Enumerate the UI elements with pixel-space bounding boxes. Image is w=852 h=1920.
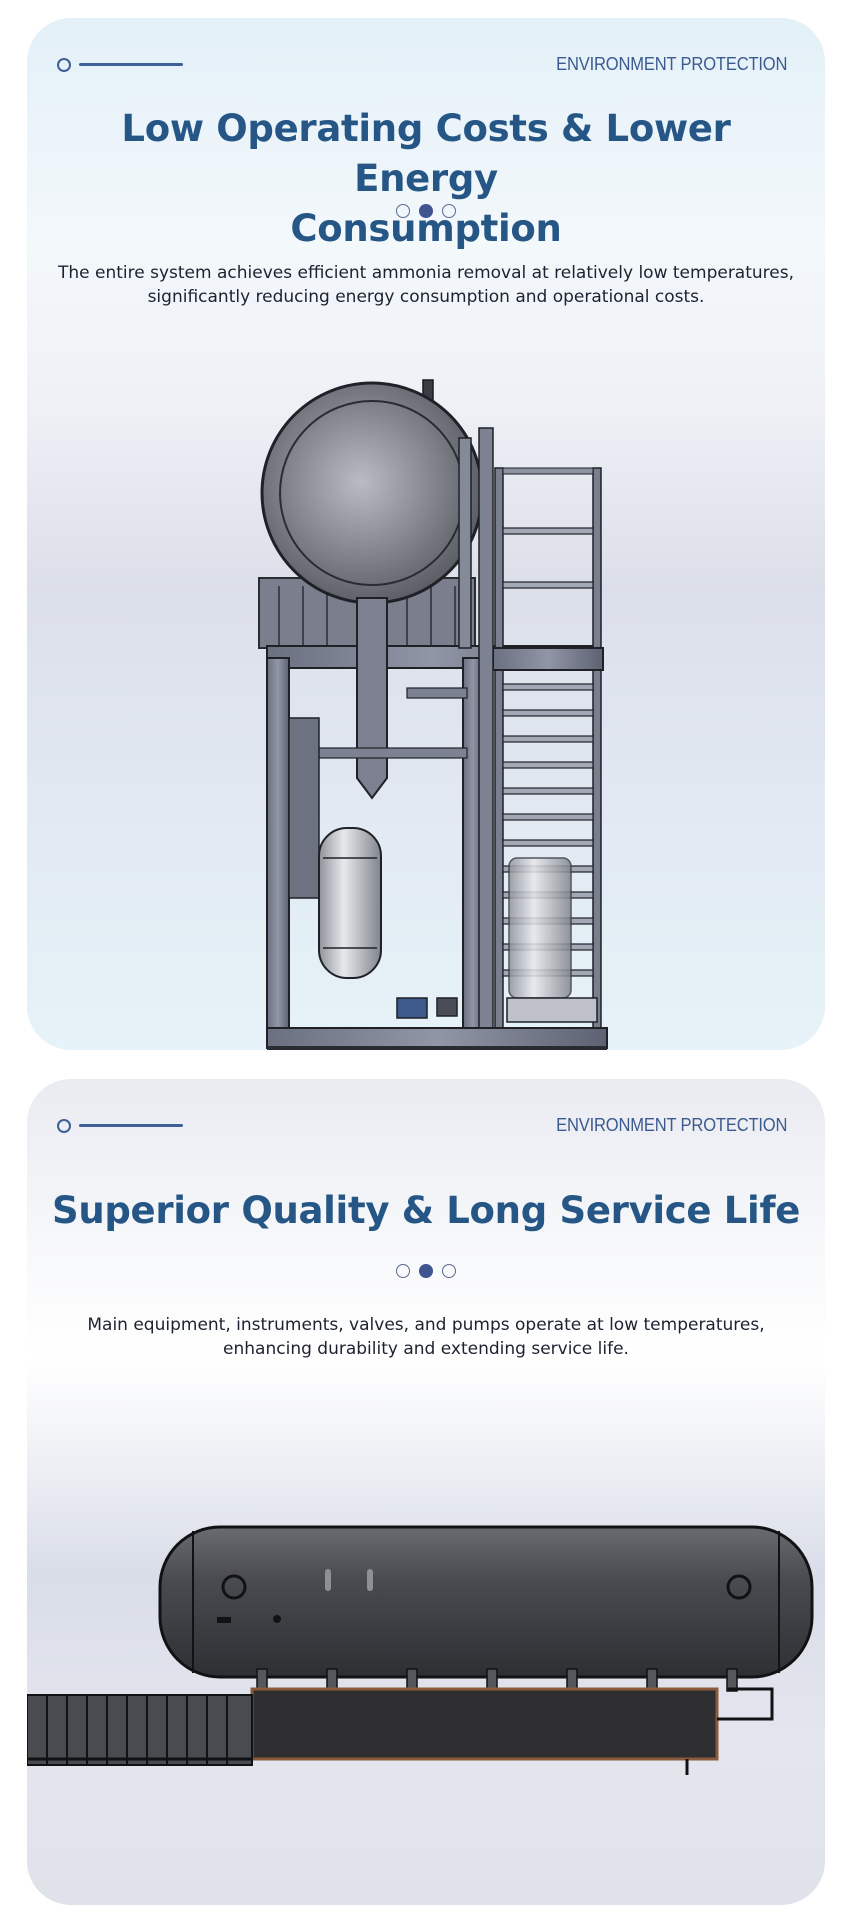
feature-card-energy: ENVIRONMENT PROTECTION Low Operating Cos…	[27, 18, 825, 1050]
carousel-dot-3[interactable]	[442, 204, 456, 218]
carousel-dot-3[interactable]	[442, 1264, 456, 1278]
card-description: The entire system achieves efficient amm…	[57, 261, 795, 309]
carousel-dot-2[interactable]	[419, 204, 433, 218]
feature-card-durability: ENVIRONMENT PROTECTION Superior Quality …	[27, 1079, 825, 1905]
card-title: Low Operating Costs & Lower Energy Consu…	[47, 104, 805, 254]
section-tag: ENVIRONMENT PROTECTION	[555, 1115, 787, 1135]
carousel-dots	[27, 204, 825, 218]
card-description-line-2: enhancing durability and extending servi…	[223, 1339, 629, 1359]
decor-line	[79, 63, 183, 66]
carousel-dot-1[interactable]	[396, 1264, 410, 1278]
card-description: Main equipment, instruments, valves, and…	[57, 1313, 795, 1361]
card-title-line-1: Low Operating Costs & Lower Energy	[121, 107, 731, 200]
horizontal-vessel-image	[27, 1525, 814, 1775]
carousel-dot-2[interactable]	[419, 1264, 433, 1278]
stripping-tower-skid-image	[258, 379, 608, 1050]
decor-ring-icon	[57, 58, 71, 72]
card-description-line-1: The entire system achieves efficient amm…	[58, 263, 794, 283]
card-description-line-1: Main equipment, instruments, valves, and…	[87, 1315, 765, 1335]
card-description-line-2: significantly reducing energy consumptio…	[147, 287, 705, 307]
decor-ring-icon	[57, 1119, 71, 1133]
section-tag: ENVIRONMENT PROTECTION	[555, 54, 787, 74]
carousel-dot-1[interactable]	[396, 204, 410, 218]
decor-line	[79, 1124, 183, 1127]
card-title: Superior Quality & Long Service Life	[51, 1189, 801, 1232]
carousel-dots	[27, 1264, 825, 1278]
